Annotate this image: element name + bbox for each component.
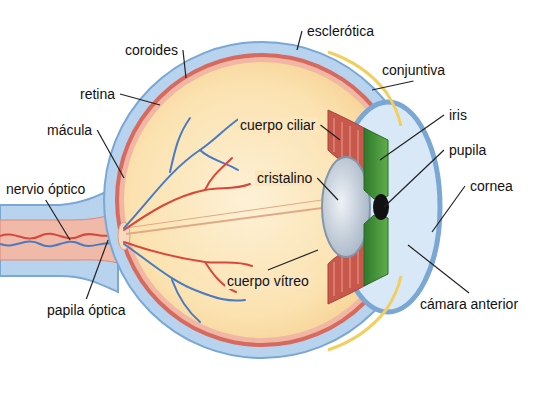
part-label: cámara anterior: [418, 296, 520, 312]
pupil: [373, 194, 389, 220]
iris: [364, 128, 388, 199]
iris: [364, 215, 388, 286]
hyaloid-canal: [126, 200, 322, 228]
leader-line: [268, 250, 318, 270]
leader-line: [384, 150, 444, 207]
leader-line: [380, 115, 444, 160]
retinal-vein: [124, 118, 240, 228]
retinal-vein: [172, 280, 200, 322]
leader-line: [408, 245, 469, 293]
lens: [322, 157, 370, 257]
part-label: retina: [78, 86, 117, 102]
part-label: iris: [447, 107, 469, 123]
optic-nerve-sheath: [0, 186, 118, 292]
part-label: papila óptica: [45, 302, 128, 318]
leader-lines: [46, 31, 469, 299]
retinal-vein: [200, 150, 238, 170]
part-label: pupila: [447, 142, 488, 158]
retinal-artery: [124, 242, 252, 266]
retinal-vein: [170, 118, 190, 172]
part-label: cuerpo ciliar: [238, 117, 317, 133]
part-label: cuerpo vítreo: [225, 273, 311, 289]
part-label: nervio óptico: [4, 181, 87, 197]
part-label: cornea: [468, 178, 515, 194]
nerve-artery: [0, 234, 118, 239]
leader-line: [372, 81, 414, 90]
retinal-artery: [124, 184, 250, 230]
part-label: cristalino: [255, 170, 314, 186]
leader-line: [317, 178, 338, 200]
leader-line: [97, 130, 124, 178]
nerve-vein: [0, 241, 118, 246]
retinal-artery: [205, 158, 232, 190]
part-label: esclerótica: [305, 23, 376, 39]
optic-nerve-core: [0, 213, 118, 263]
leader-line: [86, 240, 108, 299]
part-label: coroides: [123, 42, 180, 58]
hyaloid-canal: [126, 208, 322, 234]
leader-line: [297, 31, 302, 50]
leader-line: [120, 94, 160, 105]
part-label: conjuntiva: [380, 62, 447, 78]
leader-line: [183, 50, 186, 78]
part-label: mácula: [45, 122, 94, 138]
leader-line: [320, 125, 340, 140]
leader-line: [46, 200, 70, 240]
leader-line: [432, 186, 465, 232]
